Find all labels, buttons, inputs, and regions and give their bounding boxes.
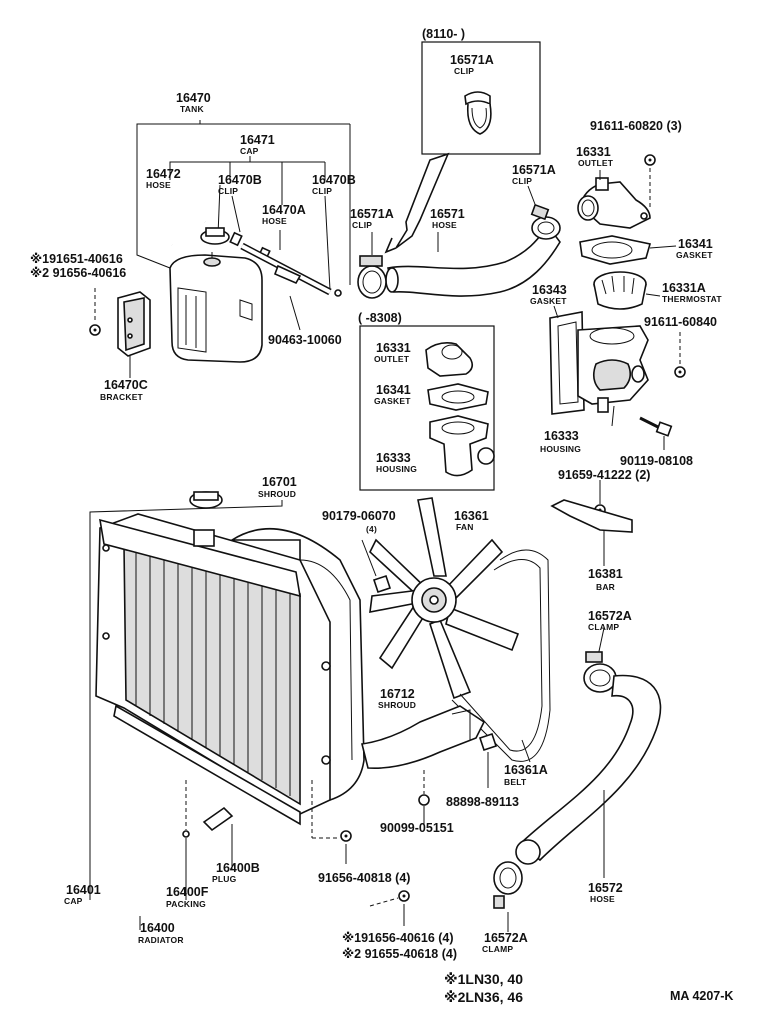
- callout-16331a-number: 16331A: [662, 281, 706, 295]
- callout-16400-number: 16400: [140, 921, 175, 935]
- callout-90463-number: 90463-10060: [268, 333, 342, 347]
- callout-16331-box-number: 16331: [376, 341, 411, 355]
- callout-16571-name: HOSE: [432, 220, 457, 230]
- callout-16572a-bottom-name: CLAMP: [482, 944, 513, 954]
- legend-line-2: ※2LN36, 46: [444, 989, 523, 1005]
- callout-16472-name: HOSE: [146, 180, 171, 190]
- callout-16470b-2-number: 16470B: [312, 173, 356, 187]
- early-housing-inset: [359, 325, 495, 491]
- callout-16470a-number: 16470A: [262, 203, 306, 217]
- callout-16361a-number: 16361A: [504, 763, 548, 777]
- callout-star1-bottom: ※191656-40616 (4): [342, 931, 454, 945]
- callout-16341-right-number: 16341: [678, 237, 713, 251]
- callout-star1-top: ※191651-40616: [30, 252, 123, 266]
- callout-16331-right-name: OUTLET: [578, 158, 614, 168]
- callout-16361-name: FAN: [456, 522, 474, 532]
- callout-16571a-right-number: 16571A: [512, 163, 556, 177]
- callout-16343-name: GASKET: [530, 296, 567, 306]
- callout-16400b-number: 16400B: [216, 861, 260, 875]
- thermostat-outlet-group: [549, 154, 686, 450]
- callout-16571a-box-name: CLIP: [454, 66, 474, 76]
- callout-16333-right-number: 16333: [544, 429, 579, 443]
- callout-16572a-bottom-number: 16572A: [484, 931, 528, 945]
- callout-90179-number: 90179-06070: [322, 509, 396, 523]
- callout-90099: 90099-05151: [380, 821, 454, 835]
- callout-16571-number: 16571: [430, 207, 465, 221]
- callout-16341-box-number: 16341: [376, 383, 411, 397]
- callout-16470c-number: 16470C: [104, 378, 148, 392]
- callout-8110-range: (8110- ): [422, 27, 465, 41]
- callout-16400f-name: PACKING: [166, 899, 206, 909]
- radiator-group: [89, 491, 410, 930]
- callout-16400-name: RADIATOR: [138, 935, 184, 945]
- callout-16333-box-number: 16333: [376, 451, 411, 465]
- reserve-tank-group: [89, 120, 351, 378]
- callout-16400f-number: 16400F: [166, 885, 209, 899]
- callout-91611-60840: 91611-60840: [644, 315, 717, 329]
- callout-16470a-name: HOSE: [262, 216, 287, 226]
- adjusting-bar-group: [550, 480, 633, 566]
- callout-star2-top: ※2 91656-40616: [30, 266, 126, 280]
- callout-91656-40818: 91656-40818 (4): [318, 871, 410, 885]
- callout-16712-number: 16712: [380, 687, 415, 701]
- callout-16401-number: 16401: [66, 883, 101, 897]
- callout-labels: 16470 TANK 16471 CAP 16472 HOSE 16470B C…: [30, 27, 733, 1005]
- callout-16572-number: 16572: [588, 881, 623, 895]
- callout-16712-name: SHROUD: [378, 700, 416, 710]
- callout-16400b-name: PLUG: [212, 874, 237, 884]
- figure-code: MA 4207-K: [670, 989, 733, 1003]
- callout-16571a-right-name: CLIP: [512, 176, 532, 186]
- callout-16331-box-name: OUTLET: [374, 354, 410, 364]
- callout-16361a-name: BELT: [504, 777, 527, 787]
- upper-radiator-hose-group: [357, 185, 561, 299]
- callout-8308-range: ( -8308): [358, 311, 402, 325]
- callout-16470-number: 16470: [176, 91, 211, 105]
- callout-91611-60820: 91611-60820 (3): [590, 119, 682, 133]
- callout-16331-right-number: 16331: [576, 145, 611, 159]
- callout-88898: 88898-89113: [446, 795, 519, 809]
- callout-16470b-2-name: CLIP: [312, 186, 332, 196]
- callout-90179-qty: (4): [366, 524, 377, 534]
- fan-belt-group: [361, 497, 551, 826]
- callout-16701-name: SHROUD: [258, 489, 296, 499]
- upper-hose-clip-inset: [384, 41, 541, 254]
- callout-90119: 90119-08108: [620, 454, 693, 468]
- callout-16572a-top-name: CLAMP: [588, 622, 619, 632]
- callout-16401-name: CAP: [64, 896, 83, 906]
- callout-16341-right-name: GASKET: [676, 250, 713, 260]
- callout-16381-name: BAR: [596, 582, 615, 592]
- callout-16472-number: 16472: [146, 167, 181, 181]
- callout-16470-name: TANK: [180, 104, 204, 114]
- callout-16471-number: 16471: [240, 133, 275, 147]
- callout-16470b-1-number: 16470B: [218, 173, 262, 187]
- callout-16333-box-name: HOUSING: [376, 464, 417, 474]
- callout-16572-name: HOSE: [590, 894, 615, 904]
- callout-16470c-name: BRACKET: [100, 392, 144, 402]
- callout-star2-bottom: ※2 91655-40618 (4): [342, 947, 457, 961]
- callout-16381-number: 16381: [588, 567, 623, 581]
- legend-line-1: ※1LN30, 40: [444, 971, 523, 987]
- callout-16572a-top-number: 16572A: [588, 609, 632, 623]
- callout-16331a-name: THERMOSTAT: [662, 294, 722, 304]
- callout-16701-number: 16701: [262, 475, 297, 489]
- callout-16470b-1-name: CLIP: [218, 186, 238, 196]
- callout-16571a-box-number: 16571A: [450, 53, 494, 67]
- callout-16471-name: CAP: [240, 146, 259, 156]
- callout-16571a-left-number: 16571A: [350, 207, 394, 221]
- callout-16333-right-name: HOUSING: [540, 444, 581, 454]
- callout-16341-box-name: GASKET: [374, 396, 411, 406]
- callout-16343-number: 16343: [532, 283, 567, 297]
- callout-16571a-left-name: CLIP: [352, 220, 372, 230]
- callout-91659: 91659-41222 (2): [558, 468, 650, 482]
- lower-hose-group: [493, 627, 662, 932]
- callout-16361-number: 16361: [454, 509, 489, 523]
